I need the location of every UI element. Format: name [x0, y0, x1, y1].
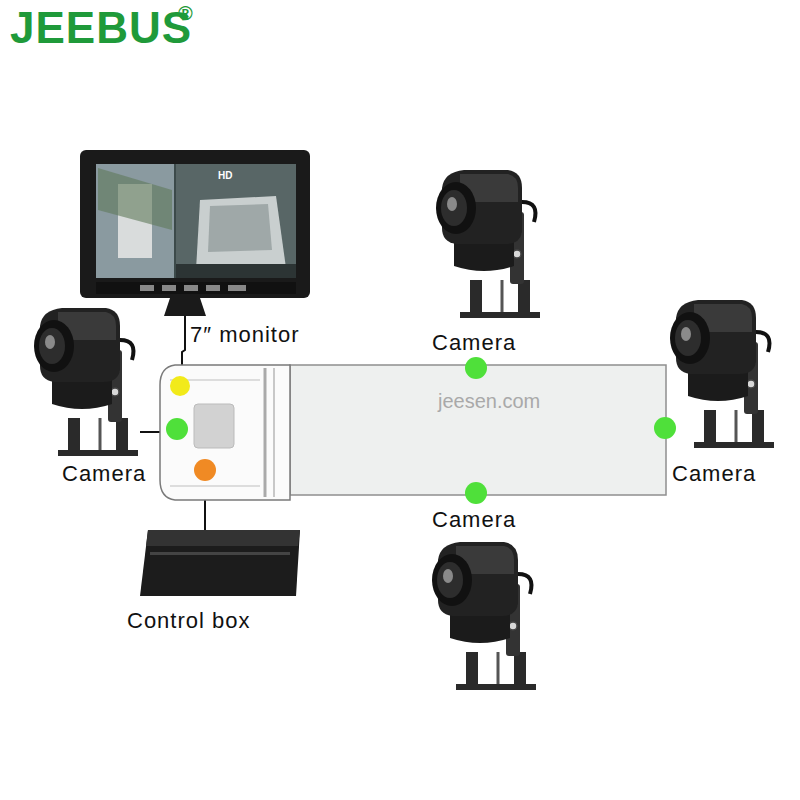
brand-logo: JEEBUS [10, 2, 192, 54]
part-label: Camera [432, 330, 516, 356]
part-label: Control box [127, 608, 251, 634]
part-label: Camera [62, 461, 146, 487]
screen-text: HD [218, 170, 232, 181]
part-label: Camera [672, 461, 756, 487]
trademark-mark: ® [178, 2, 193, 25]
part-label: Camera [432, 507, 516, 533]
watermark: jeesen.com [438, 390, 540, 413]
part-label: 7″ monitor [190, 322, 300, 348]
